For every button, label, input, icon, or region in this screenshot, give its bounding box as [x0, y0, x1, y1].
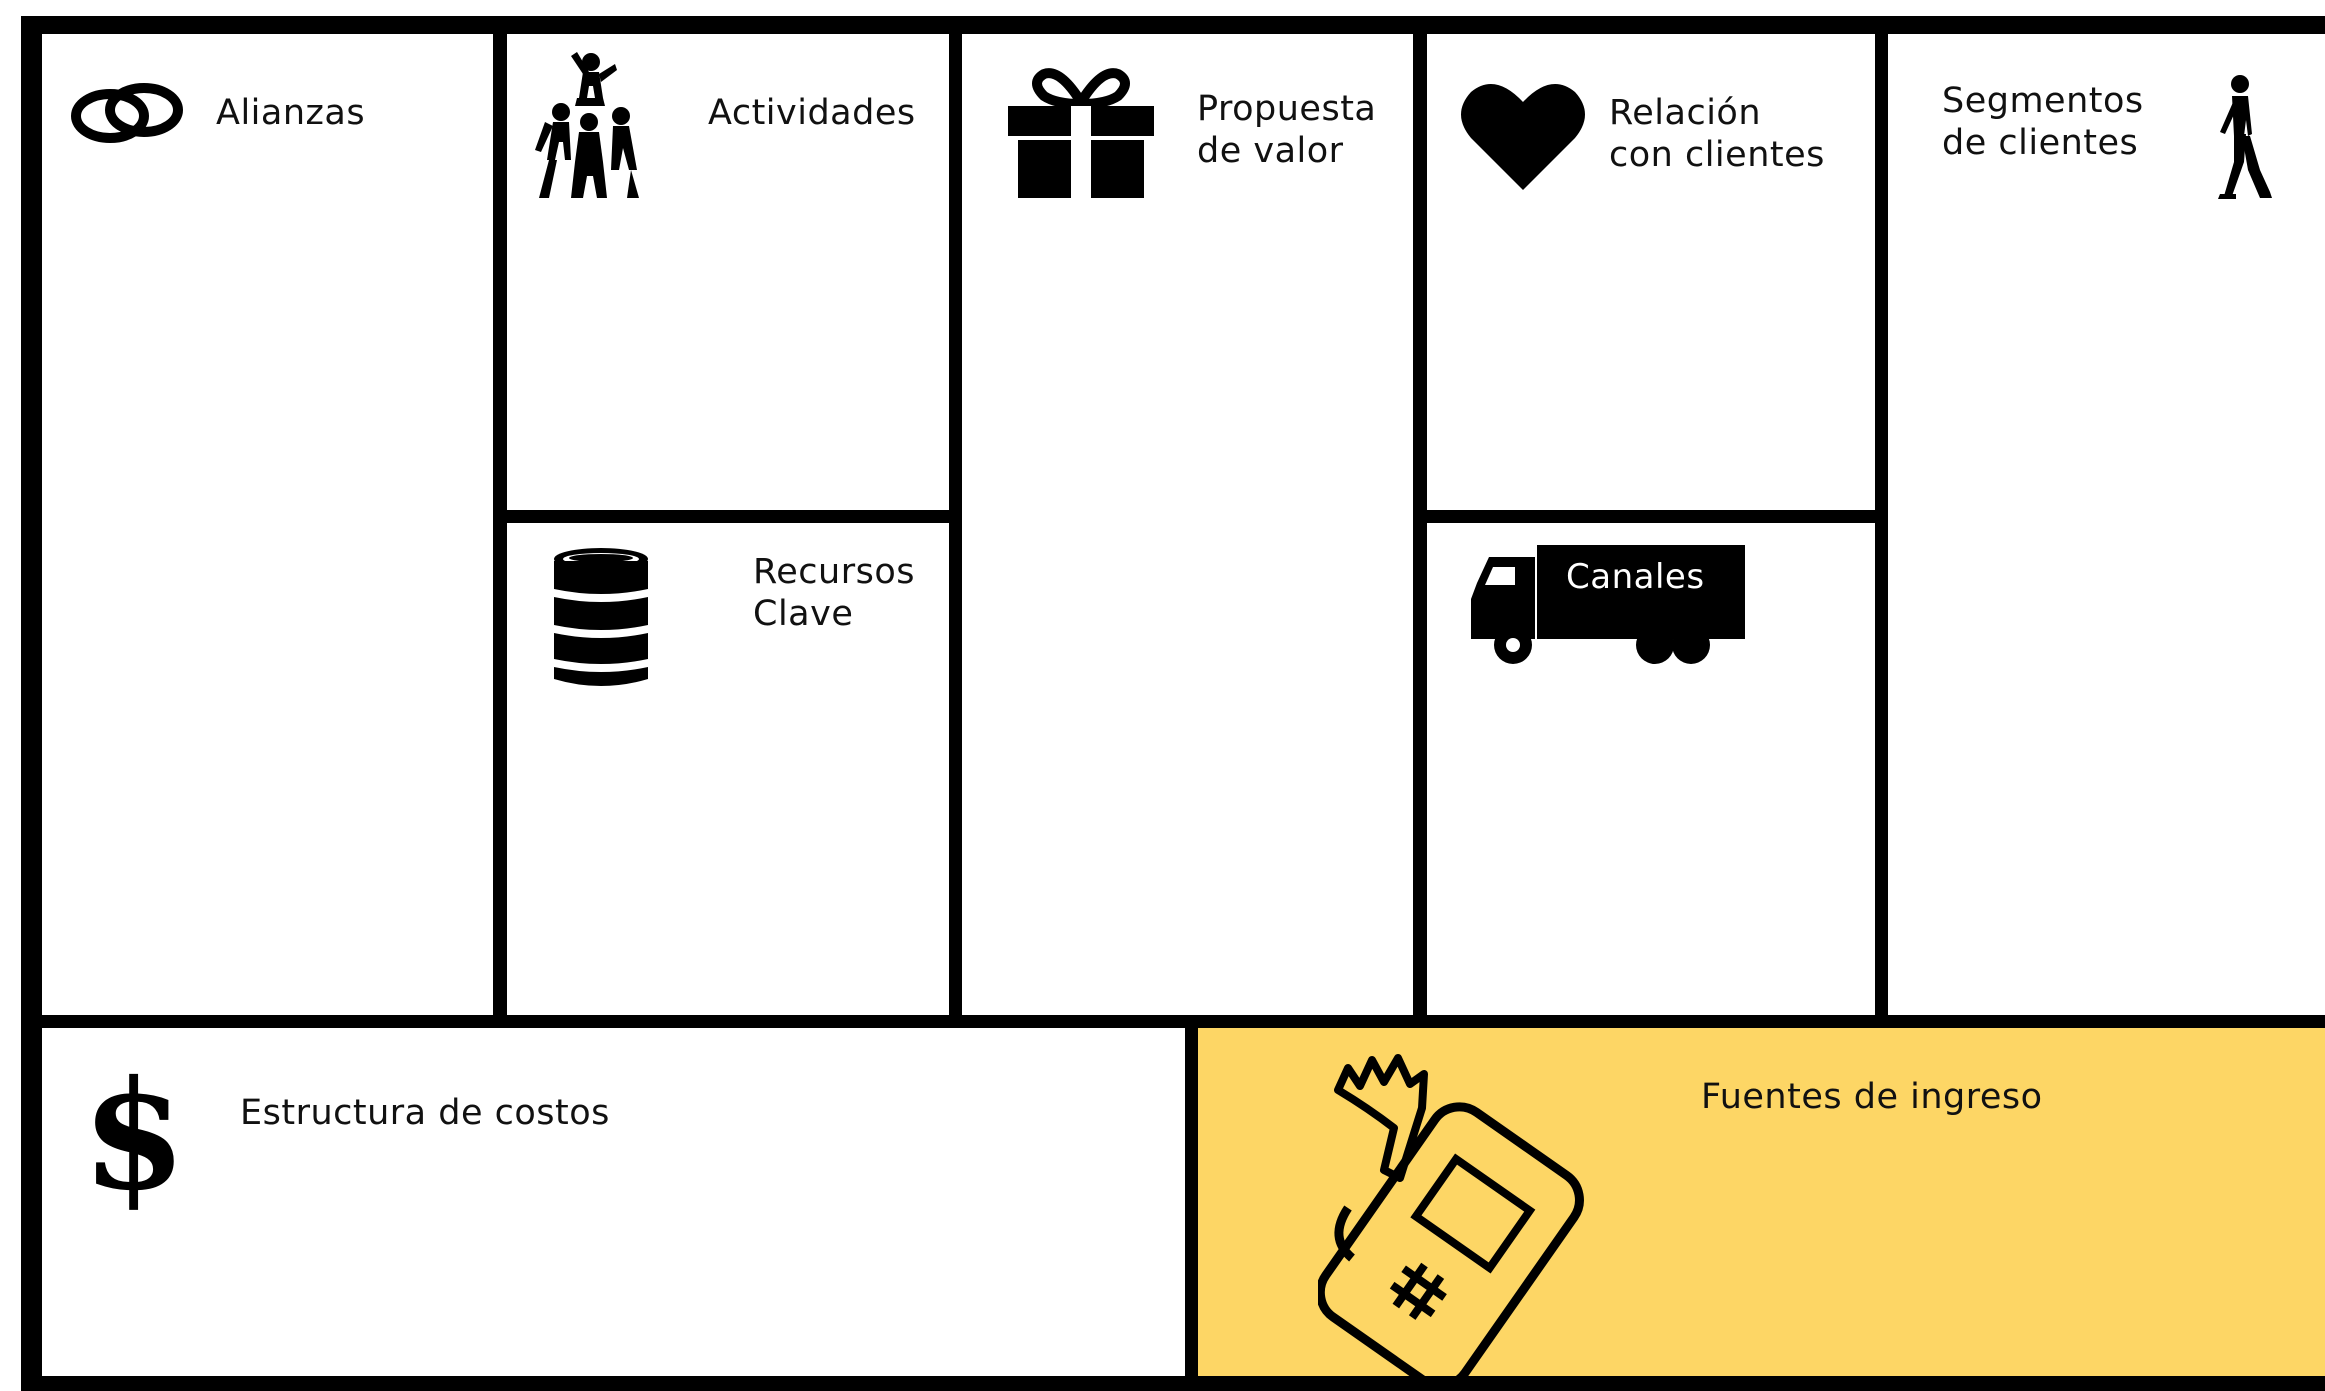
people-teamwork-icon [531, 50, 641, 200]
costos-label: Estructura de costos [240, 1093, 610, 1133]
walking-person-icon [2214, 74, 2274, 200]
block-costos: $ Estructura de costos [42, 1028, 1185, 1376]
alianzas-label: Alianzas [216, 93, 366, 133]
heart-icon [1461, 80, 1585, 190]
dollar-icon: $ [94, 1058, 174, 1218]
propuesta-label-line2: de valor [1197, 131, 1344, 171]
svg-text:$: $ [94, 1058, 174, 1218]
block-segmentos: Segmentos de clientes [1888, 34, 2325, 1015]
block-alianzas: Alianzas [42, 34, 493, 1015]
block-ingresos: Fuentes de ingreso [1198, 1028, 2325, 1376]
ingresos-label: Fuentes de ingreso [1701, 1077, 2043, 1117]
truck-icon [1471, 543, 1747, 665]
relacion-label-line1: Relación [1609, 93, 1762, 133]
block-recursos: Recursos Clave [507, 523, 949, 1015]
actividades-label: Actividades [708, 93, 916, 133]
recursos-label-line2: Clave [753, 594, 854, 634]
block-canales: Canales [1427, 523, 1875, 1015]
segmentos-label-line1: Segmentos [1942, 81, 2144, 121]
block-relacion: Relación con clientes [1427, 34, 1875, 510]
propuesta-label-line1: Propuesta [1197, 89, 1377, 129]
block-propuesta: Propuesta de valor [962, 34, 1413, 1015]
rings-icon [68, 78, 188, 148]
canales-label: Canales [1566, 557, 1705, 597]
block-actividades: Actividades [507, 34, 949, 510]
payment-terminal-icon [1318, 1038, 1658, 1376]
gift-icon [1008, 68, 1154, 198]
relacion-label-line2: con clientes [1609, 135, 1825, 175]
segmentos-label-line2: de clientes [1942, 123, 2139, 163]
barrel-icon [551, 547, 651, 693]
recursos-label-line1: Recursos [753, 552, 915, 592]
